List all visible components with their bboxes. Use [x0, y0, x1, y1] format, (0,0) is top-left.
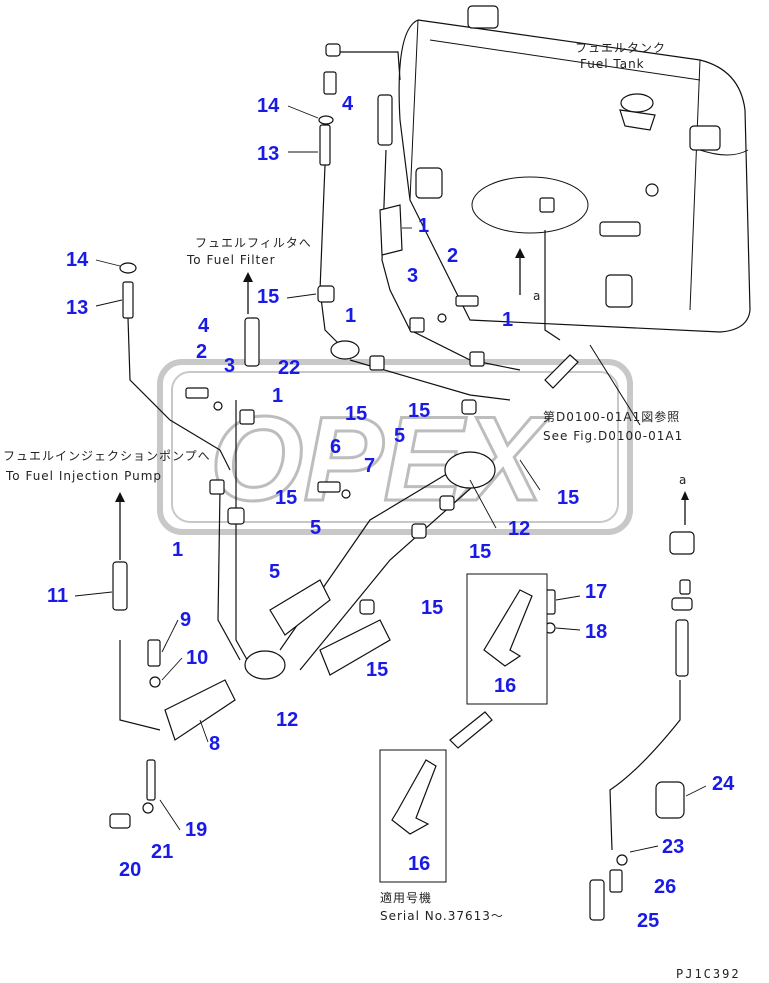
leader-lines — [74, 105, 707, 853]
callout-19: 19 — [185, 819, 207, 841]
callout-23: 23 — [662, 836, 684, 858]
callout-5: 5 — [394, 425, 405, 447]
callout-20: 20 — [119, 859, 141, 881]
callout-21: 21 — [151, 841, 173, 863]
callout-1: 1 — [172, 539, 183, 561]
fuel-tank — [398, 5, 751, 333]
callout-26: 26 — [654, 876, 676, 898]
callout-5: 5 — [269, 561, 280, 583]
callout-16: 16 — [494, 675, 516, 697]
callout-4: 4 — [198, 315, 210, 337]
callout-15: 15 — [408, 400, 430, 422]
to-pump-label-en: To Fuel Injection Pump — [5, 469, 162, 483]
callout-25: 25 — [637, 910, 659, 932]
callout-4: 4 — [342, 93, 354, 115]
callout-15: 15 — [366, 659, 388, 681]
to-filter-label-jp: フュエルフィルタへ — [195, 236, 312, 250]
callout-2: 2 — [196, 341, 207, 363]
parts — [109, 43, 695, 921]
callout-17: 17 — [585, 581, 607, 603]
detail-boxes — [379, 573, 548, 883]
callout-8: 8 — [209, 733, 220, 755]
watermark: OPEX — [157, 359, 633, 535]
callout-14: 14 — [257, 95, 280, 117]
callout-12: 12 — [508, 518, 530, 540]
callout-24: 24 — [712, 773, 735, 795]
serial-label-en: Serial No.37613〜 — [380, 909, 504, 923]
callout-22: 22 — [278, 357, 300, 379]
callout-15: 15 — [345, 403, 367, 425]
callout-15: 15 — [421, 597, 443, 619]
callout-1: 1 — [272, 385, 283, 407]
callout-18: 18 — [585, 621, 607, 643]
ref-a-label-2: a — [679, 473, 687, 487]
callout-5: 5 — [310, 517, 321, 539]
see-fig-label-jp: 第D0100-01A1図参照 — [543, 409, 680, 424]
callout-9: 9 — [180, 609, 191, 631]
callout-15: 15 — [557, 487, 579, 509]
ref-a-label-1: a — [533, 289, 541, 303]
callout-10: 10 — [186, 647, 208, 669]
callout-2: 2 — [447, 245, 458, 267]
callout-13: 13 — [257, 143, 279, 165]
fuel-tank-label-en: Fuel Tank — [580, 57, 645, 71]
callout-1: 1 — [345, 305, 356, 327]
drawing-code: PJ1C392 — [676, 967, 741, 981]
fuel-tank-label-jp: フュエルタンク — [575, 41, 666, 55]
callout-13: 13 — [66, 297, 88, 319]
callout-3: 3 — [224, 355, 235, 377]
serial-label-jp: 適用号機 — [380, 890, 432, 905]
callout-14: 14 — [66, 249, 89, 271]
callout-7: 7 — [364, 455, 375, 477]
annotations: フュエルタンク Fuel Tank フュエルフィルタへ To Fuel Filt… — [3, 41, 741, 981]
to-filter-label-en: To Fuel Filter — [186, 253, 276, 267]
callout-1: 1 — [502, 309, 513, 331]
callout-1: 1 — [418, 215, 429, 237]
callout-15: 15 — [469, 541, 491, 563]
callout-6: 6 — [330, 436, 341, 458]
to-pump-label-jp: フュエルインジェクションポンプへ — [3, 449, 211, 463]
callout-15: 15 — [275, 487, 297, 509]
watermark-text: OPEX — [210, 392, 550, 526]
callout-12: 12 — [276, 709, 298, 731]
arrows — [115, 248, 689, 560]
callout-16: 16 — [408, 853, 430, 875]
callout-11: 11 — [47, 585, 68, 607]
see-fig-label-en: See Fig.D0100-01A1 — [543, 429, 683, 443]
callout-15: 15 — [257, 286, 279, 308]
callout-3: 3 — [407, 265, 418, 287]
callouts: 14 4 13 1 14 13 2 3 15 1 1 4 22 2 3 1 15… — [47, 93, 735, 932]
